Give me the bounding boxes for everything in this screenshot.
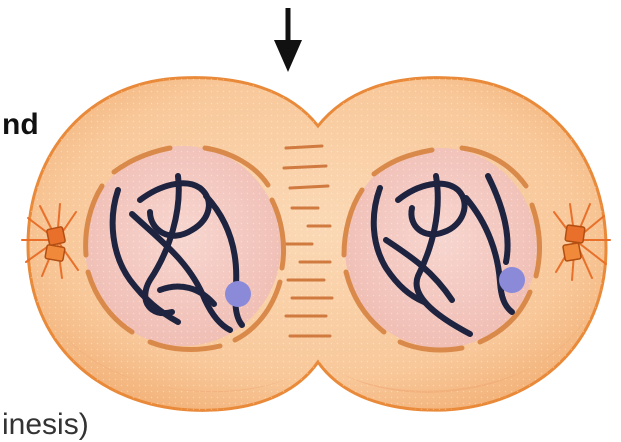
left-nucleolus [225, 281, 251, 307]
right-nucleolus [499, 267, 525, 293]
clipped-label-top: nd [2, 108, 39, 142]
down-arrow-icon [274, 8, 302, 72]
clipped-label-bottom: inesis) [2, 408, 89, 442]
